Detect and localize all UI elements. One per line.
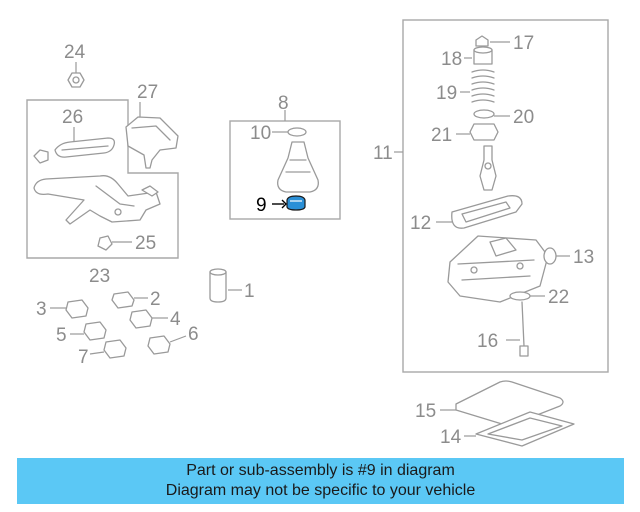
callout-8: 8 xyxy=(278,93,289,114)
group-box-23 xyxy=(26,99,179,259)
part-22-seal[interactable] xyxy=(509,291,545,301)
callout-17: 17 xyxy=(513,33,534,54)
callout-19: 19 xyxy=(436,83,457,104)
part-6-switch[interactable] xyxy=(147,335,187,355)
part-10-ring[interactable] xyxy=(272,127,307,137)
callout-25: 25 xyxy=(135,233,156,254)
part-16-rod[interactable] xyxy=(506,301,529,357)
part-21-retainer[interactable] xyxy=(456,123,499,141)
part-13-grommet[interactable] xyxy=(543,247,570,265)
callout-15: 15 xyxy=(415,401,436,422)
callout-5: 5 xyxy=(56,325,67,346)
callout-10: 10 xyxy=(250,123,271,144)
callout-18: 18 xyxy=(441,49,462,70)
part-2-switch[interactable] xyxy=(111,291,148,309)
part-26-grip[interactable] xyxy=(33,127,116,164)
parts-diagram: 24 26 27 23 25 8 10 xyxy=(26,19,609,448)
callout-21: 21 xyxy=(431,125,452,146)
part-3-switch[interactable] xyxy=(50,299,89,319)
callout-24: 24 xyxy=(64,42,86,63)
part-23-lever-assembly[interactable] xyxy=(33,175,161,225)
callout-11: 11 xyxy=(373,143,393,164)
callout-14: 14 xyxy=(440,427,462,448)
shifter-housing[interactable] xyxy=(447,235,549,303)
info-banner: Part or sub-assembly is #9 in diagram Di… xyxy=(17,458,624,504)
shift-lever[interactable] xyxy=(479,145,497,191)
callout-27: 27 xyxy=(137,82,158,103)
callout-2: 2 xyxy=(150,289,161,310)
callout-22: 22 xyxy=(548,287,569,308)
part-20-washer[interactable] xyxy=(473,109,510,119)
callout-7: 7 xyxy=(78,347,89,368)
part-9-clip-highlighted[interactable] xyxy=(272,195,306,211)
banner-line-2: Diagram may not be specific to your vehi… xyxy=(165,482,476,499)
part-12-gasket[interactable] xyxy=(436,195,523,229)
banner-line-1: Part or sub-assembly is #9 in diagram xyxy=(186,462,455,479)
callout-16: 16 xyxy=(477,331,498,352)
part-5-switch[interactable] xyxy=(70,321,107,341)
part-27-bracket[interactable] xyxy=(125,102,179,169)
part-19-spring[interactable] xyxy=(460,69,495,103)
part-18-bushing[interactable] xyxy=(464,46,493,65)
part-7-switch[interactable] xyxy=(89,339,127,359)
callout-13: 13 xyxy=(573,247,594,268)
callout-12: 12 xyxy=(410,213,431,234)
group-box-11 xyxy=(402,19,609,373)
callout-4: 4 xyxy=(170,309,181,330)
part-1-cylinder[interactable] xyxy=(209,268,242,303)
callout-23: 23 xyxy=(89,266,110,287)
callout-26: 26 xyxy=(62,107,83,128)
part-14-gasket[interactable] xyxy=(464,411,575,447)
callout-1: 1 xyxy=(244,281,255,302)
callout-3: 3 xyxy=(36,299,47,320)
callout-9: 9 xyxy=(256,195,267,216)
part-17-cap[interactable] xyxy=(475,35,510,47)
shift-boot[interactable] xyxy=(277,141,319,193)
callout-20: 20 xyxy=(513,107,534,128)
callout-6: 6 xyxy=(188,324,199,345)
part-24-nut[interactable] xyxy=(67,62,85,88)
part-4-switch[interactable] xyxy=(129,309,168,329)
part-25-clip[interactable] xyxy=(97,235,132,251)
